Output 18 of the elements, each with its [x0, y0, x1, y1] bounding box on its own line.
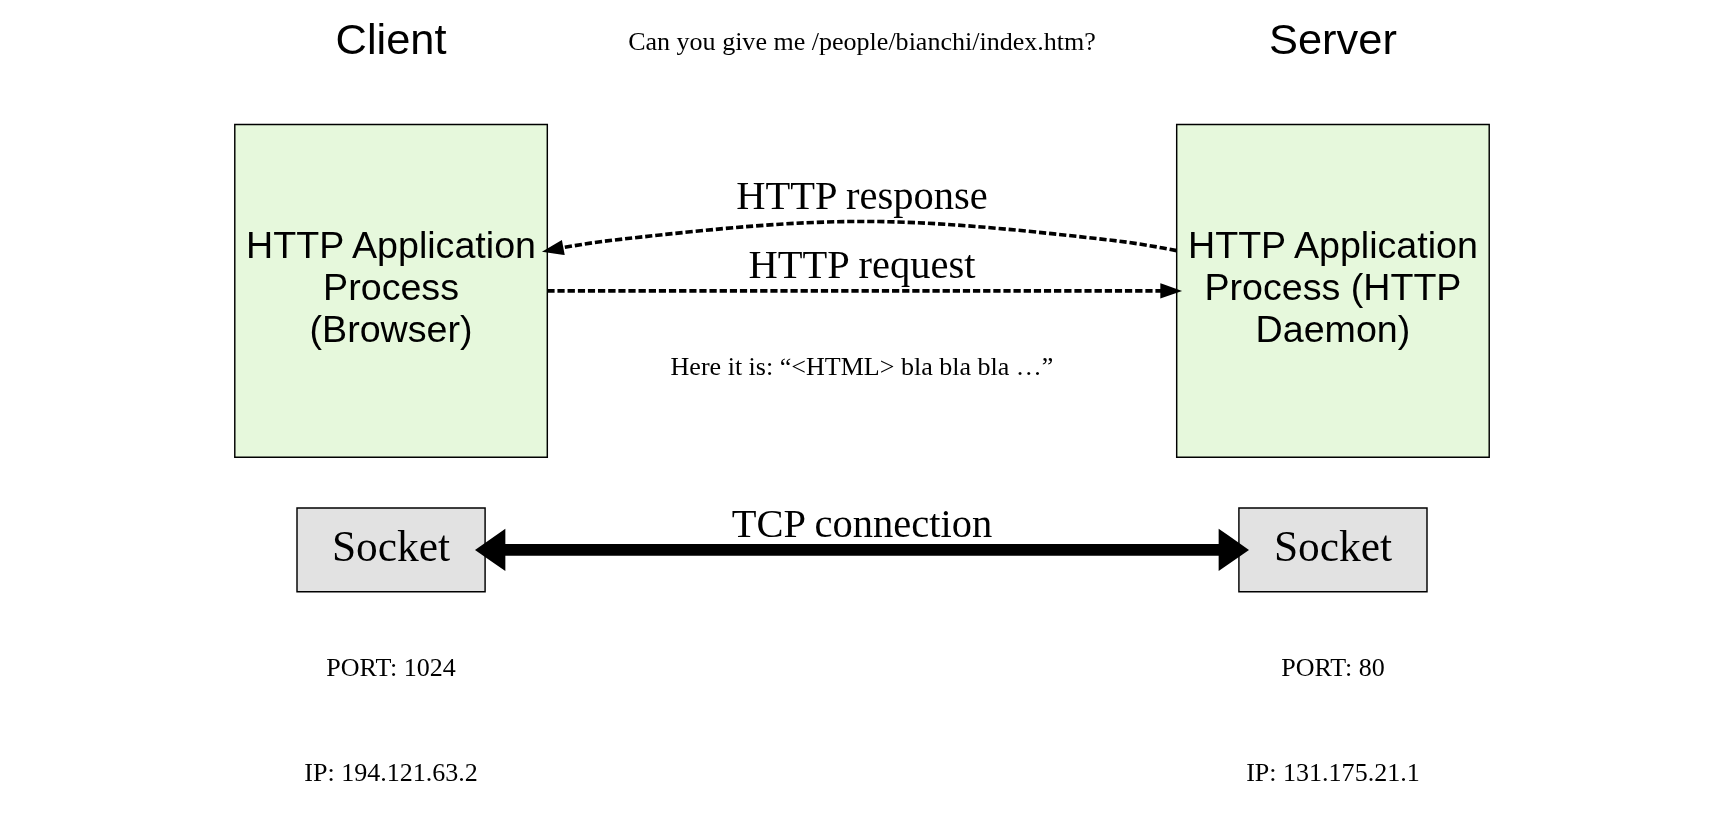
edge-label: TCP connection	[731, 501, 993, 547]
label: Here it is: “<HTML> bla bla bla …”	[670, 352, 1054, 382]
label: PORT: 80	[1281, 653, 1385, 683]
label: PORT: 1024	[326, 653, 456, 683]
edge-label: HTTP request	[748, 242, 976, 288]
node-box: HTTP Application Process (HTTP Daemon)	[1175, 123, 1490, 458]
edge-label: HTTP response	[736, 173, 988, 218]
arrow	[541, 219, 1178, 256]
label: Can you give me /people/bianchi/index.htm?	[628, 26, 1096, 56]
label: Client	[335, 15, 447, 64]
node-box: HTTP Application Process (Browser)	[234, 123, 549, 458]
label: IP: 131.175.21.1	[1246, 757, 1420, 787]
label: IP: 194.121.63.2	[304, 757, 478, 787]
arrow	[475, 528, 1249, 572]
node-box: Socket	[1238, 507, 1428, 593]
node-box: Socket	[296, 507, 486, 593]
label: Server	[1269, 15, 1397, 64]
arrow	[547, 283, 1183, 299]
